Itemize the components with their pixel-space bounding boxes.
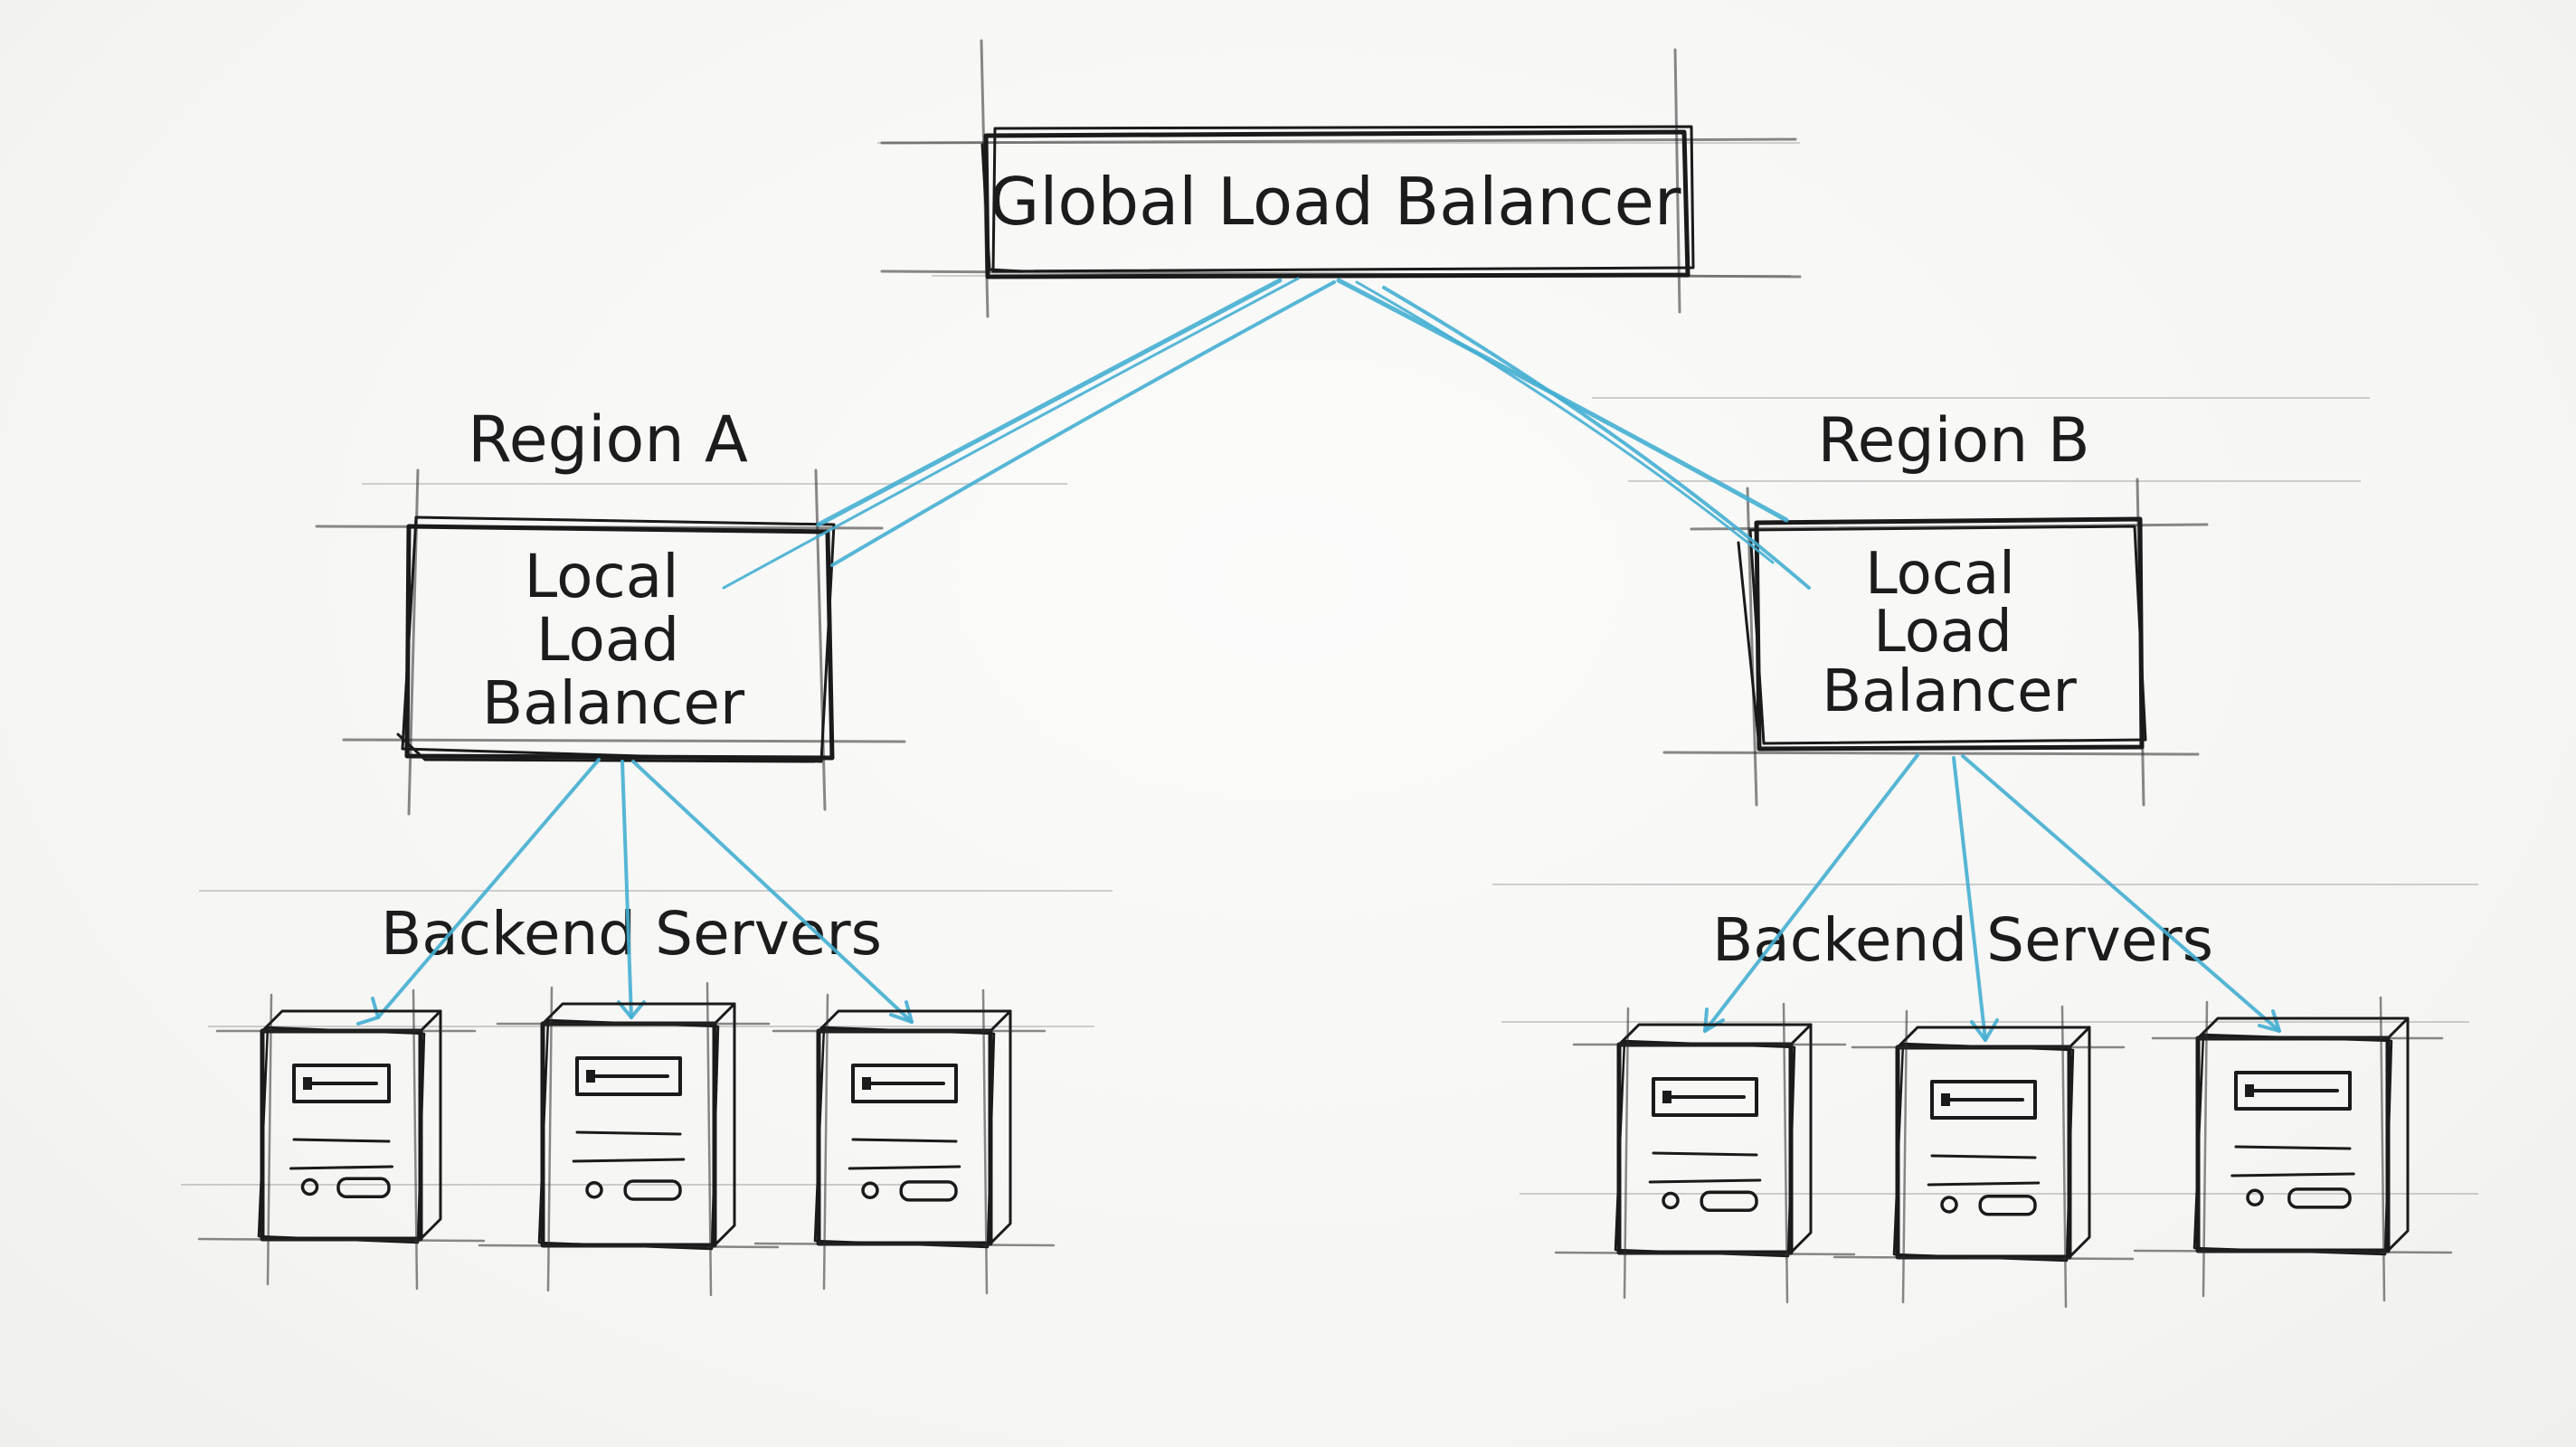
region-a-balancer-line-1: Local: [524, 542, 678, 611]
server-tower-icon: [197, 988, 486, 1291]
server-led-icon: [1662, 1091, 1672, 1103]
backend-servers: [197, 981, 2453, 1309]
server-led-icon: [2245, 1084, 2254, 1097]
global-load-balancer: Global Load Balancer: [880, 39, 1802, 318]
region-a-balancer-line-3: Balancer: [482, 668, 745, 738]
server-tower-icon: [753, 988, 1056, 1295]
server-tower-icon: [1554, 1002, 1856, 1304]
region-b: Region B Local Load Balancer Backend Ser…: [1662, 405, 2213, 975]
global-balancer-label: Global Load Balancer: [990, 164, 1681, 240]
server-power-icon: [1940, 1196, 1958, 1214]
server-tower-icon: [1833, 1005, 2135, 1309]
region-a-title: Region A: [468, 402, 748, 477]
server-power-icon: [861, 1181, 879, 1199]
region-b-balancer-line-3: Balancer: [1822, 658, 2077, 725]
region-a-balancer-line-2: Load: [536, 605, 679, 675]
region-b-balancer-line-1: Local: [1865, 541, 2015, 608]
server-power-icon: [1662, 1191, 1680, 1210]
region-a-servers-label: Backend Servers: [381, 899, 882, 969]
server-led-icon: [1941, 1093, 1950, 1106]
server-power-icon: [300, 1177, 319, 1196]
region-a: Region A Local Load Balancer Backend Ser…: [315, 402, 906, 969]
server-power-icon: [585, 1181, 603, 1199]
server-tower-icon: [2133, 996, 2453, 1302]
server-power-icon: [2246, 1188, 2264, 1206]
region-a-local-balancer: Local Load Balancer: [315, 468, 906, 816]
region-b-servers-label: Backend Servers: [1712, 905, 2213, 975]
server-led-icon: [862, 1077, 871, 1090]
region-b-local-balancer: Local Load Balancer: [1662, 478, 2209, 807]
region-b-balancer-line-2: Load: [1873, 599, 2012, 666]
server-tower-icon: [478, 981, 780, 1297]
server-led-icon: [586, 1070, 595, 1083]
region-b-title: Region B: [1817, 405, 2089, 477]
server-led-icon: [303, 1077, 312, 1090]
